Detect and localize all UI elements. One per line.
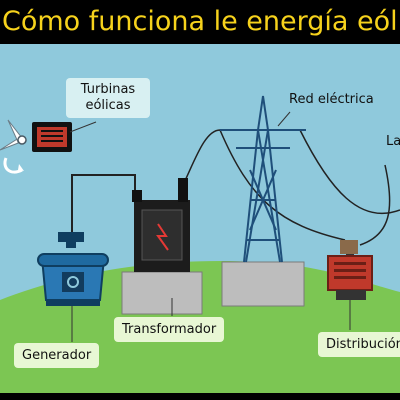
pylon-icon [220, 95, 306, 307]
generator-icon [37, 232, 109, 306]
turbinas-pointer [69, 121, 97, 133]
cable-pylon-right [299, 129, 400, 215]
cable-pylon-left [219, 129, 346, 241]
label-red-electrica: Red eléctrica [289, 92, 374, 107]
label-turbinas-eolicas: Turbinas eólicas [66, 78, 150, 118]
label-distribucion: Distribución [318, 332, 400, 357]
cable-distribution [359, 164, 391, 246]
title-text: Cómo funciona le energía eólica [2, 6, 400, 37]
bottom-bar [0, 393, 400, 400]
label-transformador: Transformador [114, 317, 225, 342]
cable-transformer-pylon [182, 129, 221, 186]
cable-generator-transformer [71, 174, 136, 240]
label-generador: Generador [14, 343, 100, 368]
transformer-icon [121, 178, 203, 315]
turbine-blades-icon [0, 119, 27, 174]
red-pointer [277, 111, 291, 127]
label-la: La [386, 134, 400, 149]
distribution-transformer-icon [327, 240, 373, 300]
page-title: Cómo funciona le energía eólica [0, 0, 400, 44]
nacelle-icon [32, 122, 72, 152]
